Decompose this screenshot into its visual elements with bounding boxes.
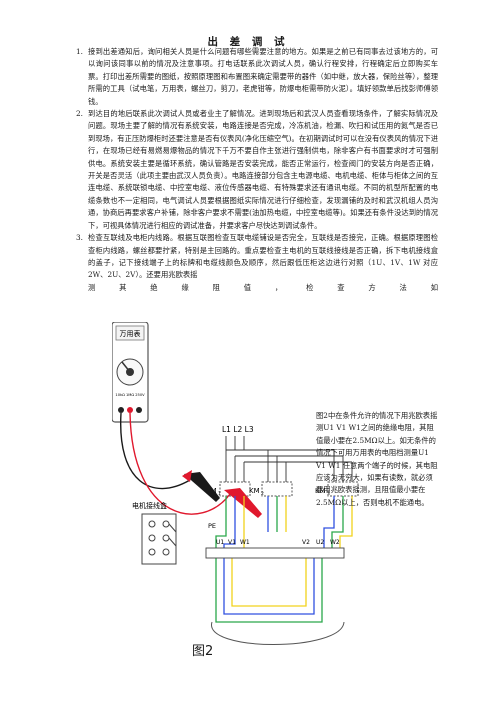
item-text-continued: 测 其 绝 缘 阻 值 ， 检 查 方 法 如 xyxy=(88,282,438,292)
page-title: 出 差 调 试 xyxy=(207,36,289,48)
svg-text:W2: W2 xyxy=(330,539,340,546)
item-text: 检查互联线及电柜内线路。根据互联图检查互联电缆铺设是否完全，互联线是否接完，正确… xyxy=(88,233,438,280)
item-text: 接到出差通知后，询问相关人员是什么问题有哪些需要注意的地方。如果是之前已有同事去… xyxy=(88,47,438,106)
svg-text:3: 3 xyxy=(327,491,330,497)
supply-lines xyxy=(225,436,353,482)
probe-wire-black xyxy=(120,412,191,490)
motor-cables xyxy=(215,496,353,623)
motor-junction-box xyxy=(141,513,177,565)
figure-caption: 图2 xyxy=(192,644,214,659)
item-text: 到达目的地后联系此次调试人员或者业主了解情况。进到现场后和武汉人员查看现场条件，… xyxy=(88,109,438,230)
probe-red xyxy=(224,488,262,518)
km2-label: KM xyxy=(249,487,260,495)
probe-wire-red xyxy=(129,412,231,515)
km3-label: KM xyxy=(315,487,326,495)
contactor-km2: KM 2 xyxy=(249,481,293,497)
svg-text:U1: U1 xyxy=(216,539,224,546)
probe-black xyxy=(182,470,220,502)
terminal-block: U1 V1 W1 V2 U2 W2 xyxy=(205,539,345,559)
item-number: 3. xyxy=(76,233,83,243)
procedure-list: 1. 接到出差通知后，询问相关人员是什么问题有哪些需要注意的地方。如果是之前已有… xyxy=(76,46,438,294)
svg-text:W1: W1 xyxy=(240,539,250,546)
wiring-diagram: 万用表 10kΩ 1MΩ 250V L1 L2 L3 KM 1 KM 2 KM … xyxy=(112,322,359,645)
bus-label: L1 L2 L3 xyxy=(222,425,254,434)
multimeter-scale: 10kΩ 1MΩ 250V xyxy=(115,393,145,397)
multimeter-label: 万用表 xyxy=(120,329,141,338)
motor-ring xyxy=(211,621,345,645)
list-item-3: 3. 检查互联线及电柜内线路。根据互联图检查互联电缆铺设是否完全，互联线是否接完… xyxy=(76,232,438,294)
svg-text:V1: V1 xyxy=(228,539,236,546)
list-item-2: 2. 到达目的地后联系此次调试人员或者业主了解情况。进到现场后和武汉人员查看现场… xyxy=(76,108,438,232)
motor-box-label: 电机接线盒 xyxy=(132,501,167,510)
multimeter: 万用表 10kΩ 1MΩ 250V xyxy=(112,322,149,423)
contactor-km3: KM 3 xyxy=(315,481,359,497)
svg-text:V2: V2 xyxy=(302,539,310,546)
item-number: 2. xyxy=(76,109,83,119)
svg-text:1: 1 xyxy=(218,491,221,497)
pe-label: PE xyxy=(208,522,216,530)
svg-text:U2: U2 xyxy=(316,539,324,546)
side-note: 图2中在条件允许的情况下用兆欧表摇测U1 V1 W1之间的绝缘电阻，其阻值最小要… xyxy=(316,411,438,507)
list-item-1: 1. 接到出差通知后，询问相关人员是什么问题有哪些需要注意的地方。如果是之前已有… xyxy=(76,46,438,108)
item-number: 1. xyxy=(76,47,83,56)
svg-text:2: 2 xyxy=(261,491,264,497)
